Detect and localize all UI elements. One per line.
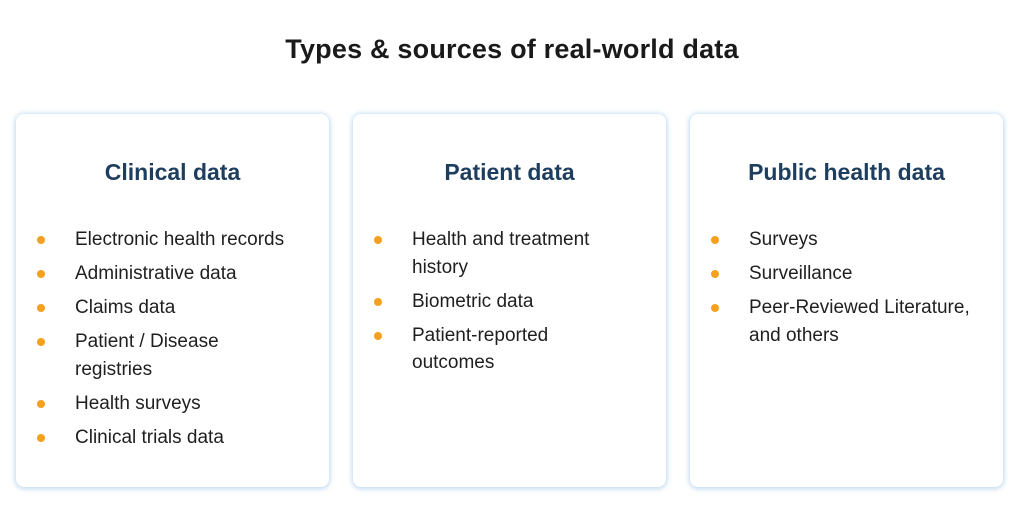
card-title: Public health data bbox=[748, 159, 945, 185]
bullet-icon bbox=[37, 433, 45, 442]
list-item: Electronic health records bbox=[16, 226, 329, 254]
card-clinical-data: Clinical data Electronic health records … bbox=[16, 114, 329, 487]
bullet-icon bbox=[37, 236, 45, 244]
item-list: Electronic health records Administrative… bbox=[16, 226, 329, 458]
list-item: Biometric data bbox=[353, 288, 666, 316]
bullet-icon bbox=[374, 236, 382, 244]
list-item: Surveys bbox=[690, 226, 1003, 254]
bullet-icon bbox=[37, 338, 45, 346]
item-list: Health and treatment history Biometric d… bbox=[353, 226, 666, 383]
card-title: Clinical data bbox=[104, 159, 241, 185]
card-public-health-data: Public health data Surveys Surveillance … bbox=[690, 114, 1003, 487]
list-item: Peer-Reviewed Literature, and others bbox=[690, 294, 1003, 349]
list-item: Health and treatment history bbox=[353, 226, 666, 281]
bullet-icon bbox=[711, 236, 719, 244]
list-item: Clinical trials data bbox=[16, 424, 329, 452]
bullet-icon bbox=[711, 304, 719, 312]
list-item: Patient / Disease registries bbox=[16, 328, 329, 383]
list-item: Health surveys bbox=[16, 390, 329, 418]
list-item: Patient-reported outcomes bbox=[353, 322, 666, 377]
bullet-icon bbox=[37, 270, 45, 278]
list-item: Administrative data bbox=[16, 260, 329, 288]
bullet-icon bbox=[711, 270, 719, 278]
bullet-icon bbox=[37, 399, 45, 408]
bullet-icon bbox=[374, 297, 382, 306]
list-item: Surveillance bbox=[690, 260, 1003, 288]
page-title: Types & sources of real-world data bbox=[285, 34, 739, 64]
card-patient-data: Patient data Health and treatment histor… bbox=[353, 114, 666, 487]
card-title: Patient data bbox=[444, 159, 575, 185]
item-list: Surveys Surveillance Peer-Reviewed Liter… bbox=[690, 226, 1003, 356]
bullet-icon bbox=[37, 304, 45, 312]
list-item: Claims data bbox=[16, 294, 329, 322]
bullet-icon bbox=[374, 331, 382, 340]
